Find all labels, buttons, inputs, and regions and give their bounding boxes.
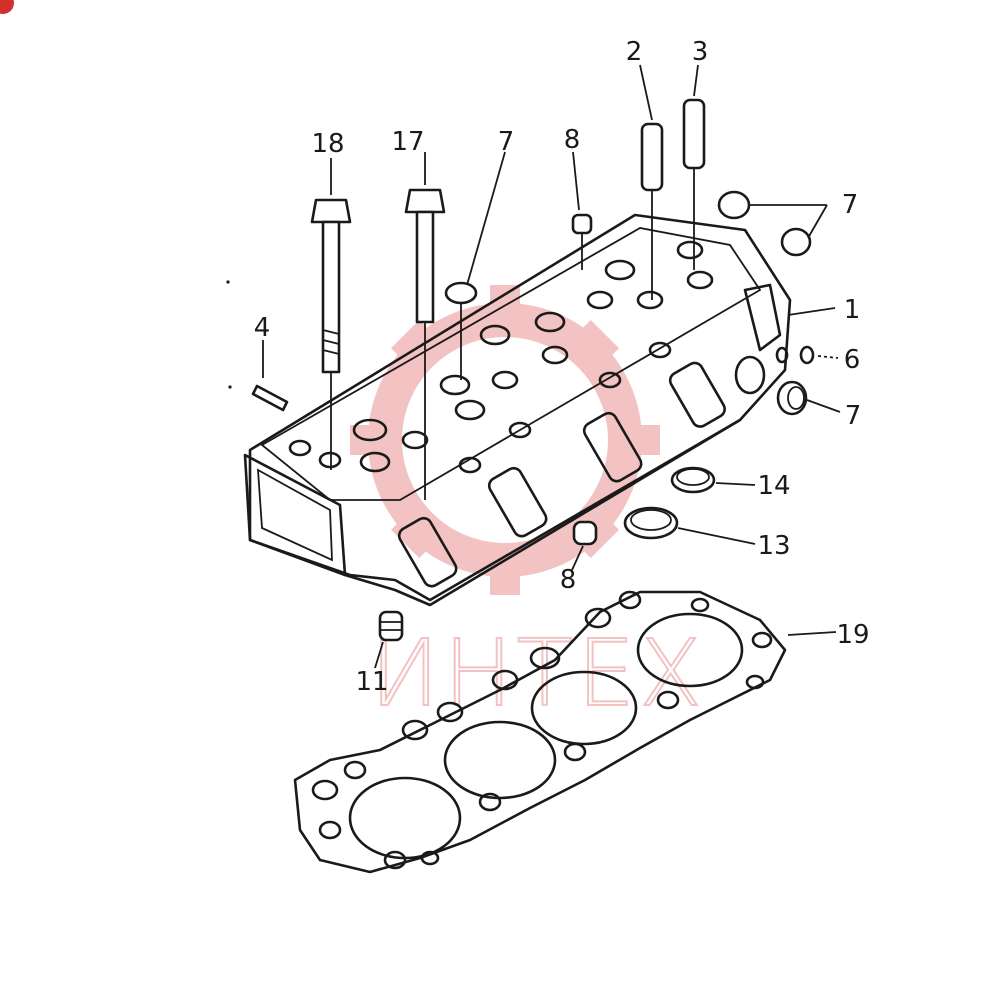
callout-11: 11 <box>355 667 388 697</box>
callout-7-right: 7 <box>842 190 859 220</box>
callout-18: 18 <box>311 129 344 159</box>
callout-1: 1 <box>844 295 861 325</box>
part-pin-3 <box>682 98 706 270</box>
valve-holes <box>288 240 714 474</box>
leader-lines <box>262 64 841 669</box>
watermark-gear-icon <box>350 285 660 595</box>
part-sleeve-11 <box>378 610 404 642</box>
speck <box>226 280 230 284</box>
part-cylinder-head <box>243 213 792 607</box>
part-head-bolt-17 <box>404 188 446 500</box>
part-plug-8-lower <box>572 520 598 546</box>
callout-6: 6 <box>844 345 861 375</box>
callout-7-side: 7 <box>845 401 862 431</box>
part-head-bolt-18 <box>310 198 352 470</box>
intake-ports <box>397 361 726 588</box>
callout-8-top: 8 <box>564 125 581 155</box>
part-head-gasket-19 <box>293 590 787 874</box>
callout-labels: 18 17 7 8 2 3 7 1 6 7 4 14 13 8 19 11 <box>254 37 870 697</box>
speck <box>228 385 232 389</box>
part-plug-8-top <box>571 213 593 270</box>
part-ring-14 <box>670 466 716 494</box>
part-plug-7-top <box>444 281 478 380</box>
corner-badge <box>0 0 14 14</box>
callout-13: 13 <box>757 531 790 561</box>
watermark: ИНТЕХ <box>350 285 706 728</box>
part-plug-7-side <box>776 380 808 416</box>
callout-8-lower: 8 <box>560 565 577 595</box>
callout-3: 3 <box>692 37 709 67</box>
callout-7-top: 7 <box>498 127 515 157</box>
part-plug-7-pair <box>717 190 812 257</box>
part-ring-13 <box>623 506 679 540</box>
watermark-text: ИНТЕХ <box>370 620 706 727</box>
part-washer-6 <box>775 345 815 365</box>
callout-4: 4 <box>254 313 271 343</box>
callout-19: 19 <box>836 620 869 650</box>
callout-17: 17 <box>391 127 424 157</box>
callout-2: 2 <box>626 37 643 67</box>
callout-14: 14 <box>757 471 790 501</box>
part-dowel-4 <box>251 384 289 412</box>
part-pin-2 <box>640 122 664 300</box>
